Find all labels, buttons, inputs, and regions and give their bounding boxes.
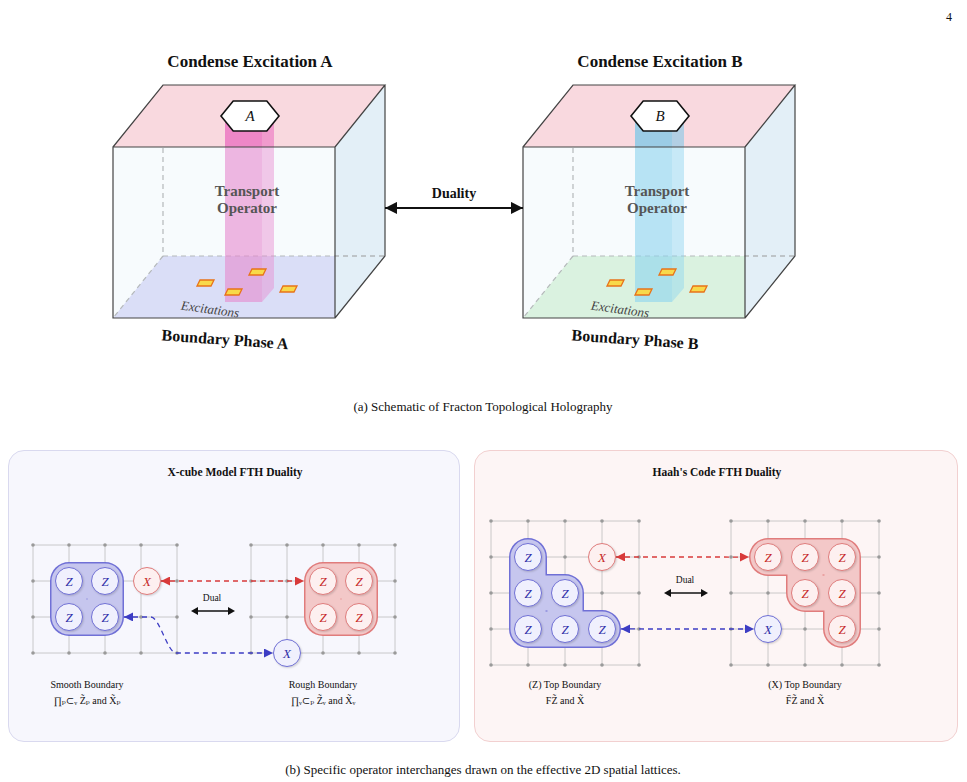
pauli-circle: Z [309, 567, 337, 595]
operator-formula: ∏ₚ⊂ᵥ Z̃ₚ and X̃ₚ [54, 695, 121, 707]
pauli-label: X [283, 647, 291, 660]
pauli-circle: X [133, 567, 161, 595]
cube-drawing [113, 40, 385, 358]
boundary-label: Boundary Phase A [161, 326, 289, 353]
pauli-circle: Z [791, 579, 819, 607]
duality-connector [385, 207, 523, 209]
pauli-circle: Z [514, 579, 542, 607]
figure-caption: (b) Specific operator interchanges drawn… [285, 763, 681, 778]
pauli-circle: Z [345, 567, 373, 595]
pauli-circle: Z [514, 615, 542, 643]
dual-label: Dual [676, 575, 694, 586]
duality-panel: X-cube Model FTH DualitySmooth Boundary ∏… [8, 450, 460, 742]
duality-panel: Haah's Code FTH Duality (Z) Top BoundaryF… [474, 450, 958, 742]
boundary-name: Smooth Boundary [50, 679, 123, 691]
pauli-label: Z [838, 623, 845, 636]
pauli-label: Z [598, 623, 605, 636]
pauli-circle: Z [91, 603, 119, 631]
excitation-symbol: B [655, 109, 664, 124]
pauli-label: Z [524, 587, 531, 600]
dual-arrow [669, 592, 703, 593]
pauli-label: Z [561, 587, 568, 600]
pauli-label: Z [101, 611, 108, 624]
operator-label: Transport Operator [597, 183, 717, 218]
panel-heading: Haah's Code FTH Duality [653, 466, 782, 479]
duality-connector [621, 628, 754, 629]
pauli-circle: Z [828, 615, 856, 643]
condense-label: Condense Excitation B [577, 52, 742, 72]
operator-formula: FZ̃ and X̃ [546, 695, 584, 707]
edge-label: Duality [429, 186, 479, 202]
pauli-circle: Z [55, 603, 83, 631]
panel-heading: X-cube Model FTH Duality [167, 466, 302, 479]
pauli-circle: Z [345, 603, 373, 631]
operator-formula: ∏ᵥ⊂ₚ Z̃ᵥ and X̃ᵥ [291, 695, 356, 707]
dual-label: Dual [203, 593, 221, 604]
pauli-circle: Z [754, 543, 782, 571]
page-number: 4 [946, 11, 952, 25]
pauli-circle: X [588, 543, 616, 571]
boundary-name: (X) Top Boundary [768, 679, 842, 691]
boundary-label: Boundary Phase B [571, 326, 699, 353]
pauli-circle: X [754, 615, 782, 643]
pauli-label: Z [801, 587, 808, 600]
operator-group: Z Z Z Z [304, 562, 378, 636]
pauli-circle: Z [828, 543, 856, 571]
condense-label: Condense Excitation A [167, 52, 332, 72]
boundary-name: (Z) Top Boundary [529, 679, 601, 691]
pauli-circle: Z [55, 567, 83, 595]
pauli-label: Z [561, 623, 568, 636]
hexagon-node: A [220, 100, 280, 132]
hexagon-node: B [630, 100, 690, 132]
operator-group: Z Z Z Z [50, 562, 124, 636]
pauli-label: Z [355, 611, 362, 624]
pauli-circle: Z [309, 603, 337, 631]
pauli-label: X [764, 623, 772, 636]
cube-drawing [523, 40, 795, 358]
pauli-circle: Z [514, 543, 542, 571]
pauli-label: Z [524, 623, 531, 636]
pauli-circle: Z [91, 567, 119, 595]
pauli-circle: Z [588, 615, 616, 643]
pauli-circle: Z [828, 579, 856, 607]
dual-arrow [196, 610, 230, 611]
holography-cube: Condense Excitation BTransport OperatorE… [523, 40, 795, 358]
pauli-label: Z [319, 575, 326, 588]
pauli-label: X [598, 551, 606, 564]
figure-caption: (a) Schematic of Fracton Topological Hol… [353, 400, 612, 415]
holography-cube: Condense Excitation ATransport OperatorE… [113, 40, 385, 358]
pauli-label: Z [319, 611, 326, 624]
duality-connector [124, 617, 273, 653]
operator-label: Transport Operator [187, 183, 307, 218]
duality-connector [616, 556, 749, 557]
pauli-label: Z [764, 551, 771, 564]
pauli-label: Z [101, 575, 108, 588]
excitation-symbol: A [245, 109, 254, 124]
pauli-circle: Z [551, 579, 579, 607]
pauli-label: Z [838, 587, 845, 600]
pauli-circle: Z [551, 615, 579, 643]
pauli-label: Z [801, 551, 808, 564]
duality-connector [161, 580, 304, 581]
pauli-label: Z [524, 551, 531, 564]
pauli-circle: Z [791, 543, 819, 571]
pauli-label: Z [355, 575, 362, 588]
pauli-label: X [143, 575, 151, 588]
pauli-label: Z [65, 575, 72, 588]
boundary-name: Rough Boundary [289, 679, 358, 691]
pauli-label: Z [65, 611, 72, 624]
pauli-label: Z [838, 551, 845, 564]
pauli-circle: X [273, 639, 301, 667]
operator-formula: F̄Z̃ and X̃ [786, 695, 824, 707]
